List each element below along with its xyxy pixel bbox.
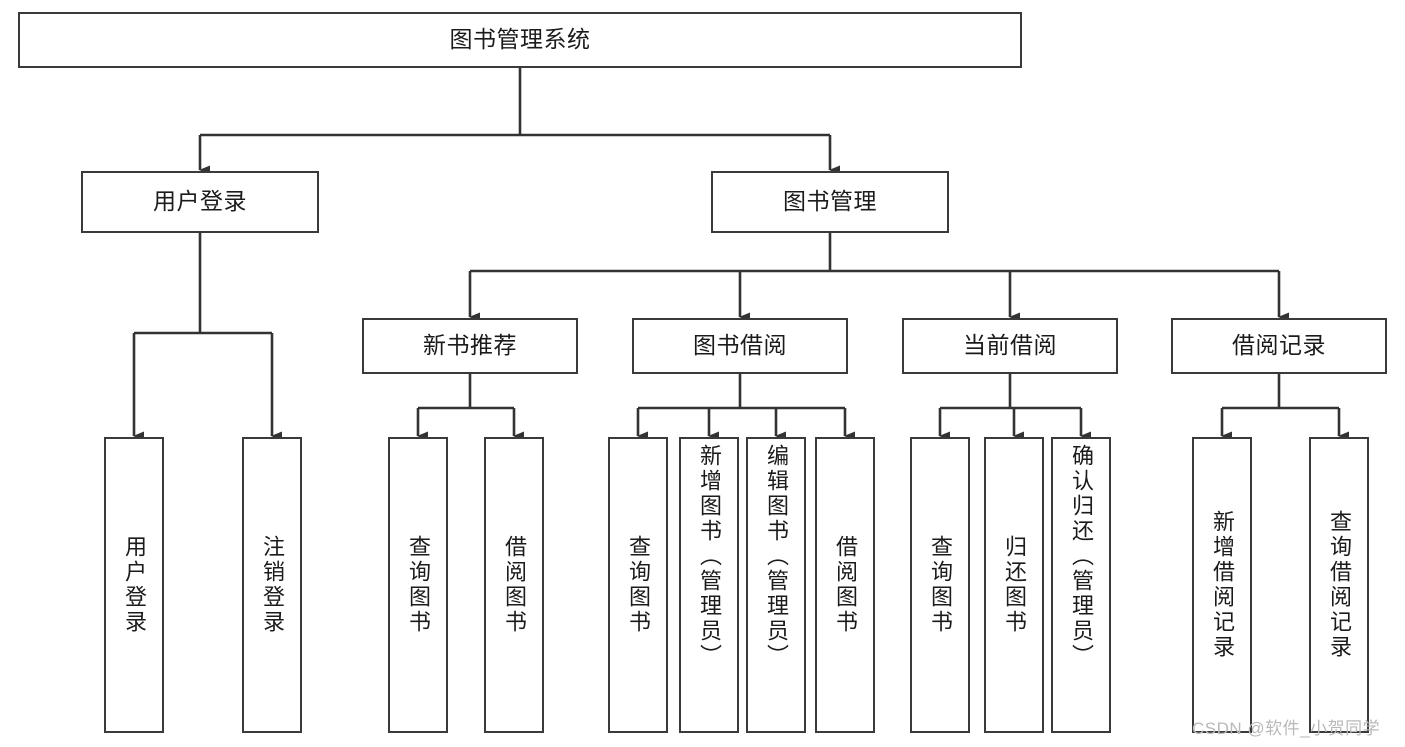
watermark-label: CSDN @软件_小贺同学: [1192, 719, 1381, 738]
node-leaf-add-borrow-record[interactable]: 新增借阅记录: [1192, 437, 1252, 733]
node-leaf-borrow-book-2[interactable]: 借阅图书: [815, 437, 875, 733]
node-label-leaf-confirm-return-admin: 确认归还（管理员）: [1069, 444, 1094, 669]
node-current-borrow[interactable]: 当前借阅: [902, 318, 1118, 374]
node-leaf-edit-book-admin[interactable]: 编辑图书（管理员）: [746, 437, 806, 733]
node-label-user-login: 用户登录: [153, 188, 247, 215]
node-leaf-query-book-1[interactable]: 查询图书: [388, 437, 448, 733]
node-label-leaf-edit-book-admin: 编辑图书（管理员）: [764, 444, 789, 669]
node-label-leaf-user-login: 用户登录: [122, 535, 147, 635]
node-leaf-confirm-return-admin[interactable]: 确认归还（管理员）: [1051, 437, 1111, 733]
node-label-leaf-borrow-book-1: 借阅图书: [502, 535, 527, 635]
node-book-borrow[interactable]: 图书借阅: [632, 318, 848, 374]
node-label-borrow-record: 借阅记录: [1232, 332, 1326, 359]
node-leaf-add-book-admin[interactable]: 新增图书（管理员）: [679, 437, 739, 733]
node-label-leaf-user-logout: 注销登录: [260, 535, 285, 635]
node-label-leaf-query-book-2: 查询图书: [626, 535, 651, 635]
node-label-new-book-rec: 新书推荐: [423, 332, 517, 359]
node-label-book-borrow: 图书借阅: [693, 332, 787, 359]
node-label-current-borrow: 当前借阅: [963, 332, 1057, 359]
node-label-leaf-add-borrow-record: 新增借阅记录: [1210, 510, 1235, 660]
edge-layer: [132, 68, 1349, 441]
node-leaf-borrow-book-1[interactable]: 借阅图书: [484, 437, 544, 733]
node-leaf-user-login[interactable]: 用户登录: [104, 437, 164, 733]
node-label-leaf-query-book-3: 查询图书: [928, 535, 953, 635]
node-label-leaf-query-borrow-record: 查询借阅记录: [1327, 510, 1352, 660]
node-label-leaf-add-book-admin: 新增图书（管理员）: [697, 444, 722, 669]
node-root[interactable]: 图书管理系统: [18, 12, 1022, 68]
node-label-book-manage: 图书管理: [783, 188, 877, 215]
node-user-login[interactable]: 用户登录: [81, 171, 319, 233]
node-leaf-query-borrow-record[interactable]: 查询借阅记录: [1309, 437, 1369, 733]
node-label-leaf-return-book: 归还图书: [1002, 535, 1027, 635]
node-leaf-query-book-2[interactable]: 查询图书: [608, 437, 668, 733]
node-leaf-return-book[interactable]: 归还图书: [984, 437, 1044, 733]
node-borrow-record[interactable]: 借阅记录: [1171, 318, 1387, 374]
node-label-root: 图书管理系统: [449, 26, 591, 53]
node-book-manage[interactable]: 图书管理: [711, 171, 949, 233]
node-label-leaf-query-book-1: 查询图书: [406, 535, 431, 635]
node-new-book-rec[interactable]: 新书推荐: [362, 318, 578, 374]
node-leaf-query-book-3[interactable]: 查询图书: [910, 437, 970, 733]
node-label-leaf-borrow-book-2: 借阅图书: [833, 535, 858, 635]
node-leaf-user-logout[interactable]: 注销登录: [242, 437, 302, 733]
